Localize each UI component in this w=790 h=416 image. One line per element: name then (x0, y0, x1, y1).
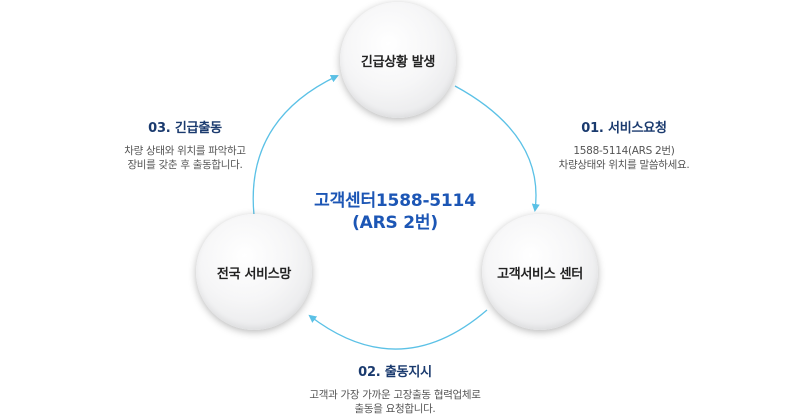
node-customer-center-label: 고객서비스 센터 (497, 266, 583, 282)
center-phone: 고객센터1588-5114 (314, 191, 476, 211)
step-03-desc-line2: 장비를 갖춘 후 출동합니다. (127, 159, 243, 171)
step-02: 02. 출동지시 고객과 가장 가까운 고장출동 협력업체로 출동을 요청합니다… (290, 361, 500, 416)
step-01-desc-line1: 1588-5114(ARS 2번) (573, 145, 675, 157)
step-03: 03. 긴급출동 차량 상태와 위치를 파악하고 장비를 갖춘 후 출동합니다. (102, 117, 268, 172)
center-ars: (ARS 2번) (352, 213, 438, 233)
center-callcenter: 고객센터1588-5114 (ARS 2번) (295, 190, 495, 234)
arrow-left-to-top (252, 74, 339, 216)
step-02-desc-line1: 고객과 가장 가까운 고장출동 협력업체로 (309, 389, 481, 401)
node-customer-center[interactable]: 고객서비스 센터 (482, 214, 598, 330)
node-nationwide-network-label: 전국 서비스망 (216, 266, 292, 282)
step-01-title: 01. 서비스요청 (581, 121, 667, 136)
step-02-desc-line2: 출동을 요청합니다. (354, 403, 436, 415)
step-01-desc-line2: 차량상태와 위치를 말씀하세요. (558, 159, 690, 171)
node-emergency-label: 긴급상황 발생 (360, 54, 436, 70)
step-03-desc-line1: 차량 상태와 위치를 파악하고 (124, 145, 246, 157)
step-01: 01. 서비스요청 1588-5114(ARS 2번) 차량상태와 위치를 말씀… (536, 117, 712, 172)
node-emergency[interactable]: 긴급상황 발생 (340, 2, 456, 118)
arrow-top-to-right (454, 85, 540, 212)
step-02-title: 02. 출동지시 (358, 365, 432, 380)
node-nationwide-network[interactable]: 전국 서비스망 (196, 214, 312, 330)
step-03-title: 03. 긴급출동 (148, 121, 222, 136)
arrow-right-to-left (308, 309, 488, 350)
